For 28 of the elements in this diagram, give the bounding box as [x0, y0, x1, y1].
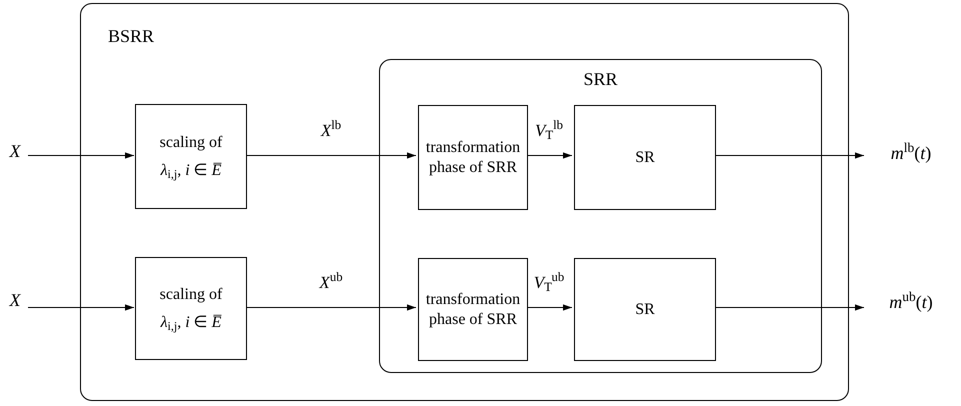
- signal-label: X: [2, 288, 28, 312]
- process-box: [418, 258, 528, 361]
- box-text: SR: [635, 148, 655, 168]
- arrow: [246, 152, 416, 159]
- subsystem-frame: [379, 59, 822, 373]
- process-box: [135, 257, 247, 360]
- process-box: [418, 105, 528, 210]
- process-box: [574, 258, 716, 361]
- edge-label: X$^{ub}$: [317, 274, 345, 290]
- arrow: [28, 152, 134, 159]
- signal-label: m$^{lb}$(t): [864, 140, 958, 166]
- frame-title: BSRR: [108, 25, 154, 48]
- box-text: SR: [635, 300, 655, 320]
- edge-label: X$^{lb}$: [318, 122, 344, 138]
- box-text: λ$_{i,j}$, i ∈ E̅: [160, 160, 222, 180]
- signal-label: X: [2, 139, 28, 163]
- process-box: [135, 104, 247, 209]
- box-text: transformation phase of SRR: [424, 138, 522, 178]
- system-frame: [80, 3, 849, 401]
- box-text: transformation phase of SRR: [424, 290, 522, 330]
- box-text: λ$_{i,j}$, i ∈ E̅: [160, 312, 222, 332]
- arrow: [28, 304, 134, 311]
- box-text: scaling of: [160, 132, 222, 152]
- box-text: scaling of: [160, 284, 222, 304]
- process-box: [574, 105, 716, 210]
- frame-title: SRR: [582, 68, 619, 91]
- arrow: [246, 304, 416, 311]
- signal-label: m$^{ub}$(t): [864, 289, 958, 315]
